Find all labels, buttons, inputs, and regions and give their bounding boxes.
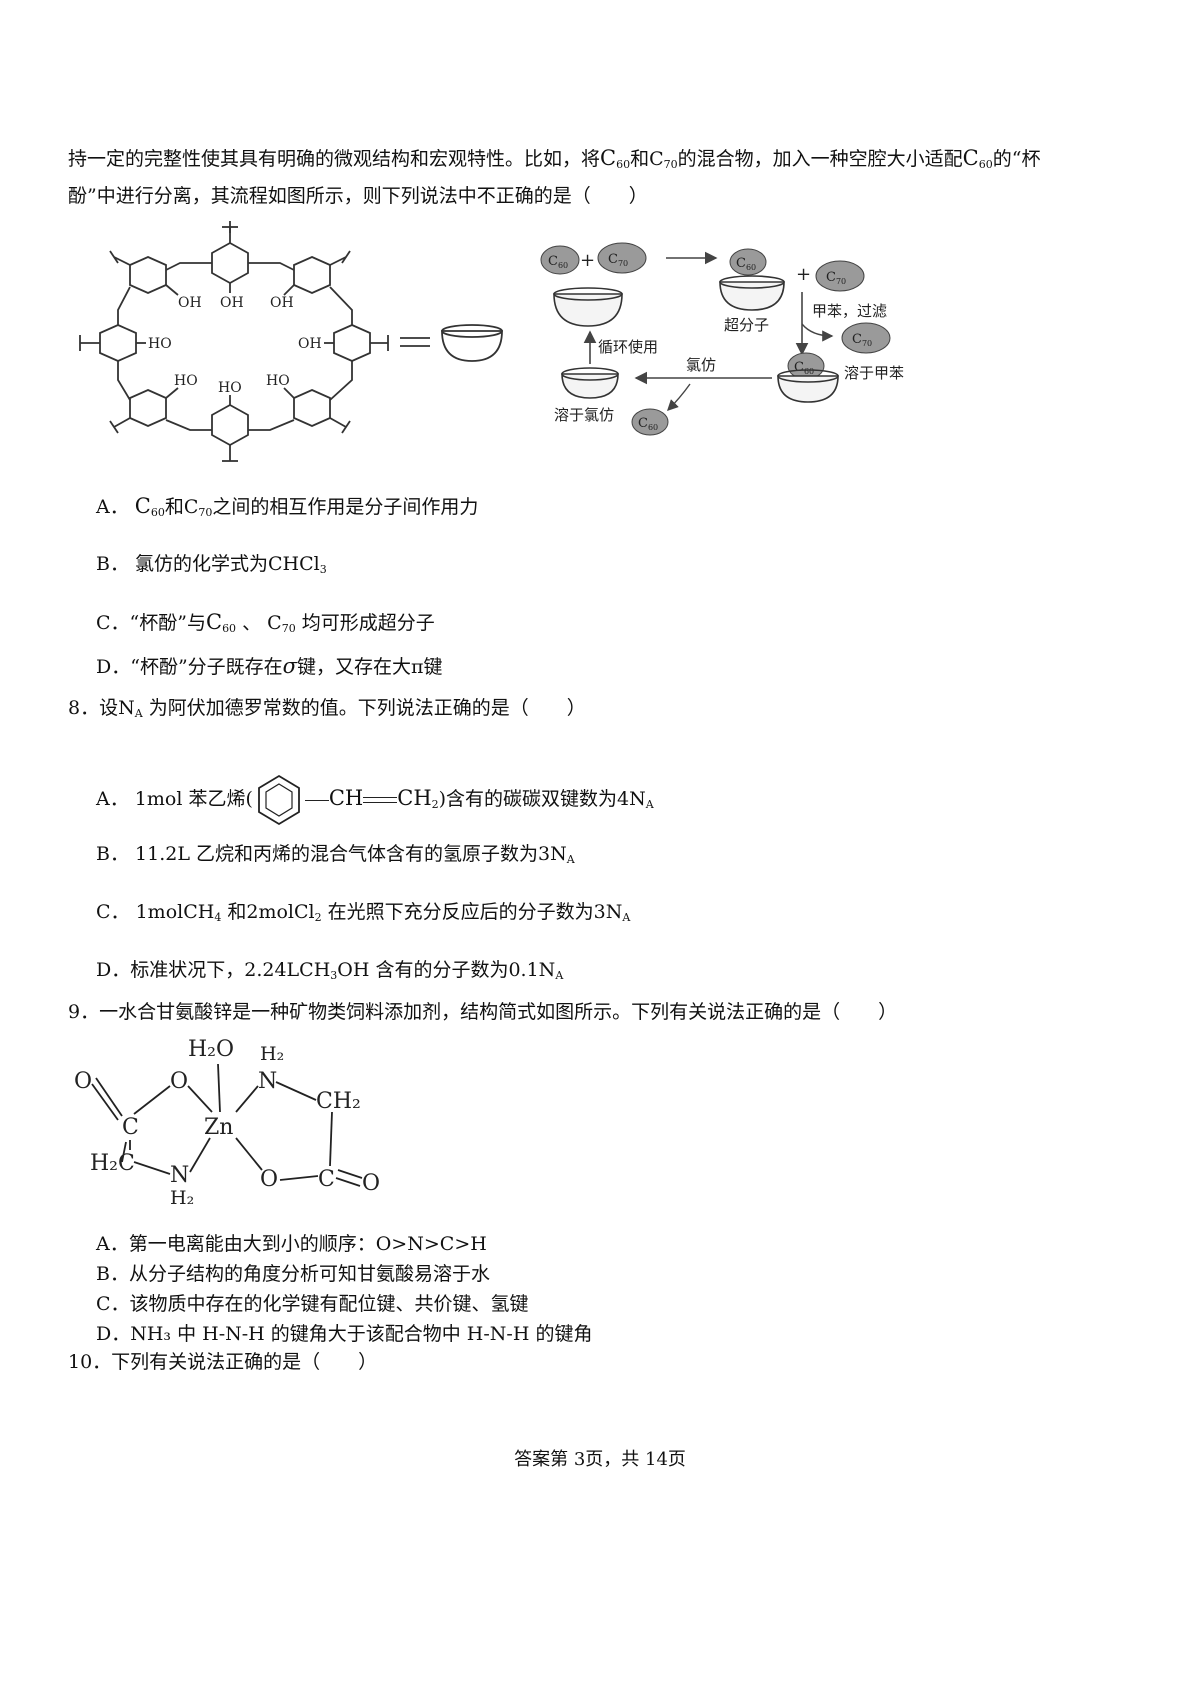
- q7-stem-line2: 酚”中进行分离，其流程如图所示，则下列说法中不正确的是（ ）: [68, 185, 648, 207]
- svg-text:+: +: [796, 264, 811, 285]
- q9-option-d[interactable]: D．NH₃ 中 H-N-H 的键角大于该配合物中 H-N-H 的键角: [96, 1323, 593, 1345]
- q8-option-c[interactable]: C． 1molCH4 和2molCl2 在光照下充分反应后的分子数为3NA: [96, 901, 631, 924]
- q7-stem-line1: 持一定的完整性使其具有明确的微观结构和宏观特性。比如，将C60和C70的混合物，…: [68, 146, 1041, 171]
- svg-text:循环使用: 循环使用: [598, 338, 658, 356]
- svg-text:O: O: [170, 1069, 188, 1094]
- svg-text:溶于氯仿: 溶于氯仿: [554, 406, 614, 424]
- q7-option-c[interactable]: C．“杯酚”与C60 、 C70 均可形成超分子: [96, 610, 435, 635]
- q9-option-a[interactable]: A．第一电离能由大到小的顺序：O>N>C>H: [96, 1233, 487, 1255]
- svg-text:O: O: [260, 1167, 278, 1192]
- svg-text:C70: C70: [826, 270, 846, 286]
- zinc-glycinate-structure: H₂O H₂ N CH₂ O O C Zn H₂C N H₂ O C O: [74, 1037, 380, 1209]
- svg-text:N: N: [258, 1069, 277, 1094]
- q9-stem: 9．一水合甘氨酸锌是一种矿物类饲料添加剂，结构简式如图所示。下列有关说法正确的是…: [68, 1001, 898, 1023]
- svg-text:O: O: [74, 1069, 92, 1094]
- bowl-icon: [441, 330, 503, 362]
- q7-option-b[interactable]: B． 氯仿的化学式为CHCl3: [96, 553, 327, 576]
- svg-text:C60: C60: [638, 416, 658, 432]
- ho-label: HO: [218, 380, 242, 396]
- svg-text:氯仿: 氯仿: [686, 356, 716, 374]
- q8-option-b[interactable]: B． 11.2L 乙烷和丙烯的混合气体含有的氢原子数为3NA: [96, 843, 575, 866]
- ho-label: HO: [266, 373, 290, 389]
- q9-option-b[interactable]: B．从分子结构的角度分析可知甘氨酸易溶于水: [96, 1263, 490, 1285]
- q10-stem: 10．下列有关说法正确的是（ ）: [68, 1351, 378, 1373]
- svg-text:O: O: [362, 1171, 380, 1196]
- page-footer: 答案第 3页，共 14页: [514, 1449, 686, 1470]
- bowl-icon: [777, 375, 839, 403]
- c70-ball-icon: [815, 260, 865, 292]
- svg-text:H₂: H₂: [260, 1043, 284, 1065]
- svg-text:超分子: 超分子: [724, 316, 769, 334]
- bowl-icon: [719, 281, 785, 311]
- ho-label: HO: [148, 336, 172, 352]
- oh-label: OH: [220, 295, 244, 311]
- c70-ball-icon: [597, 242, 647, 274]
- oh-label: OH: [270, 295, 294, 311]
- separation-flow-figure: C60 + C70 C60 + C70 超分子 甲苯，过滤 C70 C60 溶于…: [540, 242, 904, 436]
- svg-text:C60: C60: [794, 360, 814, 376]
- svg-text:C: C: [122, 1115, 139, 1140]
- q8-stem: 8．设NA 为阿伏加德罗常数的值。下列说法正确的是（ ）: [68, 697, 586, 720]
- svg-text:+: +: [580, 250, 595, 271]
- svg-text:C70: C70: [608, 252, 628, 268]
- c60-ball-icon: [540, 245, 580, 275]
- c60-ball-icon: [729, 248, 767, 276]
- svg-text:C70: C70: [852, 332, 872, 348]
- water-label: H₂O: [188, 1037, 234, 1062]
- svg-text:N: N: [170, 1163, 189, 1188]
- svg-text:H₂: H₂: [170, 1187, 194, 1209]
- q7-option-a[interactable]: A． C60和C70之间的相互作用是分子间作用力: [96, 494, 479, 519]
- svg-text:H₂C: H₂C: [90, 1151, 135, 1176]
- c60-ball-icon: [631, 408, 669, 436]
- svg-text:溶于甲苯: 溶于甲苯: [844, 364, 904, 382]
- ho-label: HO: [174, 373, 198, 389]
- benzene-ring-icon: [257, 774, 300, 826]
- zinc-label: Zn: [204, 1115, 233, 1140]
- svg-text:C60: C60: [548, 254, 568, 270]
- oh-label: OH: [178, 295, 202, 311]
- q8-option-d[interactable]: D．标准状况下，2.24LCH3OH 含有的分子数为0.1NA: [96, 959, 564, 982]
- svg-text:C: C: [318, 1167, 335, 1192]
- q9-option-c[interactable]: C．该物质中存在的化学键有配位键、共价键、氢键: [96, 1293, 529, 1315]
- bowl-icon: [553, 293, 623, 327]
- calixarene-figure: OH OH OH HO OH HO HO HO: [79, 221, 503, 462]
- oh-label: OH: [298, 336, 322, 352]
- svg-text:CH₂: CH₂: [316, 1089, 361, 1114]
- c70-ball-icon: [841, 322, 891, 354]
- q7-option-d[interactable]: D．“杯酚”分子既存在σ键，又存在大π键: [96, 654, 443, 678]
- svg-text:C60: C60: [736, 256, 756, 272]
- svg-text:甲苯，过滤: 甲苯，过滤: [812, 302, 887, 320]
